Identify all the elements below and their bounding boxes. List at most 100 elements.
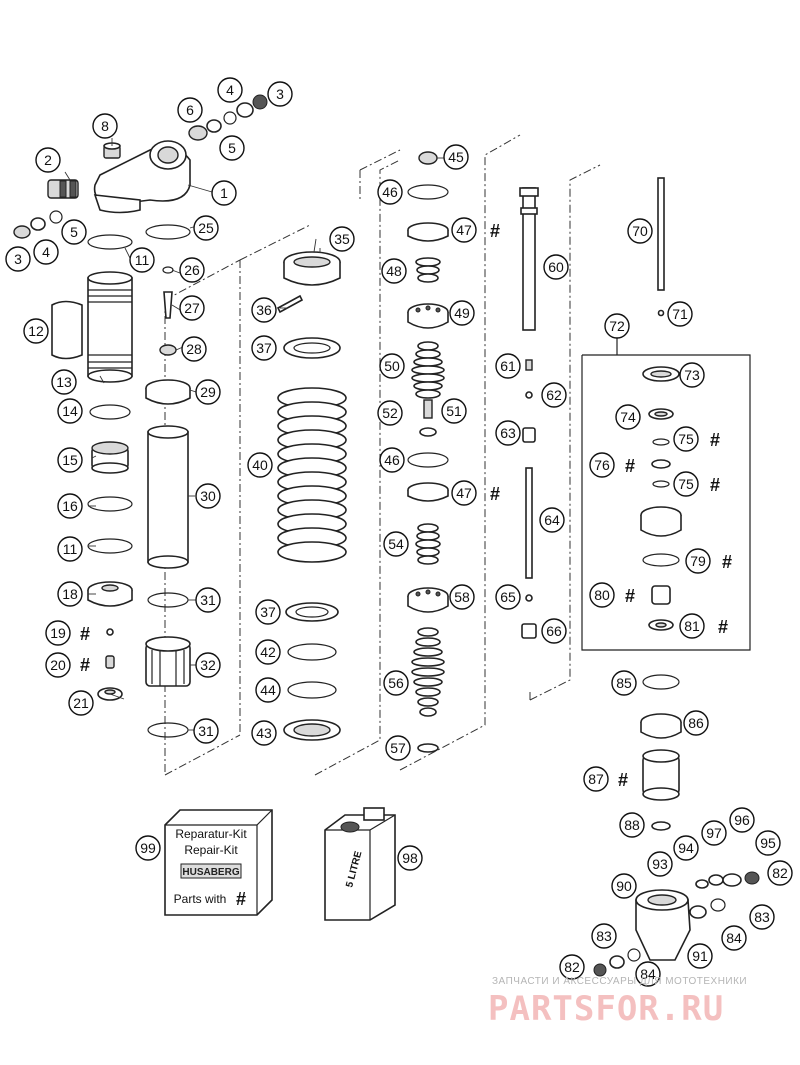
callout-20: 20: [45, 652, 71, 678]
svg-text:73: 73: [684, 367, 700, 383]
callout-26: 26: [179, 257, 205, 283]
callout-86: 86: [683, 710, 709, 736]
callout-15: 15: [57, 447, 83, 473]
svg-text:99: 99: [140, 840, 156, 856]
part-rings-3-4-5-left: [13, 210, 63, 239]
svg-text:57: 57: [390, 740, 406, 756]
hash-20: #: [80, 655, 90, 675]
part-seat-43: [283, 719, 341, 741]
svg-text:11: 11: [63, 541, 78, 557]
part-nut-45: [418, 151, 438, 165]
svg-text:72: 72: [609, 318, 625, 334]
callout-52: 52: [377, 400, 403, 426]
svg-text:11: 11: [135, 252, 150, 268]
svg-text:44: 44: [260, 682, 276, 698]
repair-kit-parts-with: Parts with: [174, 892, 227, 906]
svg-text:30: 30: [200, 488, 216, 504]
svg-text:37: 37: [260, 604, 276, 620]
callout-46b: 46: [379, 447, 405, 473]
hash-79: #: [722, 552, 732, 572]
part-shims-54: [415, 523, 441, 565]
callout-75a: 75: [673, 426, 699, 452]
part-oring-25: [145, 224, 191, 240]
part-ring-14: [89, 404, 131, 420]
svg-text:88: 88: [624, 817, 640, 833]
callout-4b: 4: [217, 77, 243, 103]
part-valve-2: [47, 179, 79, 199]
hash-87: #: [618, 770, 628, 790]
repair-kit-line1: Reparatur-Kit: [175, 827, 247, 841]
callout-31a: 31: [195, 587, 221, 613]
svg-text:65: 65: [500, 589, 516, 605]
part-ring-73: [642, 366, 680, 382]
svg-text:97: 97: [706, 825, 722, 841]
part-cap-18: [87, 581, 133, 607]
part-shims-56: [411, 627, 445, 717]
callout-28: 28: [181, 336, 207, 362]
part-bushings-91-94: [689, 871, 760, 919]
part-piston-58: [407, 587, 449, 613]
svg-text:54: 54: [388, 536, 404, 552]
svg-text:86: 86: [688, 715, 704, 731]
svg-text:18: 18: [62, 586, 78, 602]
svg-text:48: 48: [386, 263, 402, 279]
part-head-87: [642, 749, 680, 801]
callout-80: 80: [589, 582, 615, 608]
part-screw-36: [276, 294, 304, 314]
part-valve-51: [423, 399, 433, 419]
part-shims-50: [411, 341, 445, 399]
part-bushing-63: [522, 427, 536, 443]
callout-57: 57: [385, 735, 411, 761]
callout-3b: 3: [267, 81, 293, 107]
callout-3a: 3: [5, 246, 31, 272]
svg-text:84: 84: [640, 966, 656, 982]
group-box-72: [581, 338, 751, 651]
svg-text:70: 70: [632, 223, 648, 239]
callout-74: 74: [615, 404, 641, 430]
callout-11a: 11: [129, 247, 155, 273]
callout-46a: 46: [377, 179, 403, 205]
callout-21: 21: [68, 690, 94, 716]
part-ring-42: [287, 643, 337, 661]
callout-18: 18: [57, 581, 83, 607]
svg-text:21: 21: [73, 695, 89, 711]
callout-31b: 31: [193, 718, 219, 744]
callout-6: 6: [177, 97, 203, 123]
svg-text:71: 71: [672, 306, 688, 322]
callout-11b: 11: [57, 536, 83, 562]
callout-27: 27: [179, 295, 205, 321]
callout-36: 36: [251, 297, 277, 323]
svg-text:75: 75: [678, 476, 694, 492]
repair-kit-box: Reparatur-Kit Repair-Kit HUSABERG Parts …: [164, 809, 273, 916]
callout-1: 1: [211, 180, 237, 206]
svg-text:91: 91: [692, 948, 708, 964]
callout-16: 16: [57, 493, 83, 519]
brand-logo-text: HUSABERG: [182, 867, 239, 878]
callout-87: 87: [583, 766, 609, 792]
part-shims-75-76: [651, 438, 671, 488]
callout-12: 12: [23, 318, 49, 344]
callout-50: 50: [379, 353, 405, 379]
callout-90: 90: [611, 873, 637, 899]
callout-83a: 83: [749, 904, 775, 930]
brand-logo: [180, 863, 242, 879]
svg-text:82: 82: [772, 865, 788, 881]
svg-text:4: 4: [42, 244, 50, 260]
part-shock-eye-1: [93, 140, 191, 214]
part-piston-77: [640, 506, 682, 537]
svg-text:36: 36: [256, 302, 272, 318]
callout-47a: 47: [451, 217, 477, 243]
callouts: 1 2 3 3 4 4 5 5 6 8 11 11 12 13 14 15 16…: [5, 77, 793, 987]
part-spring-40: [277, 387, 347, 563]
part-washer-37a: [283, 337, 341, 359]
callout-45: 45: [443, 144, 469, 170]
svg-text:49: 49: [454, 305, 470, 321]
oil-can-5-litre: 5 LITRE: [324, 807, 396, 921]
callout-30: 30: [195, 483, 221, 509]
callout-37b: 37: [255, 599, 281, 625]
part-ring-46a: [407, 184, 449, 200]
svg-text:56: 56: [388, 675, 404, 691]
part-small-65: [525, 594, 533, 602]
